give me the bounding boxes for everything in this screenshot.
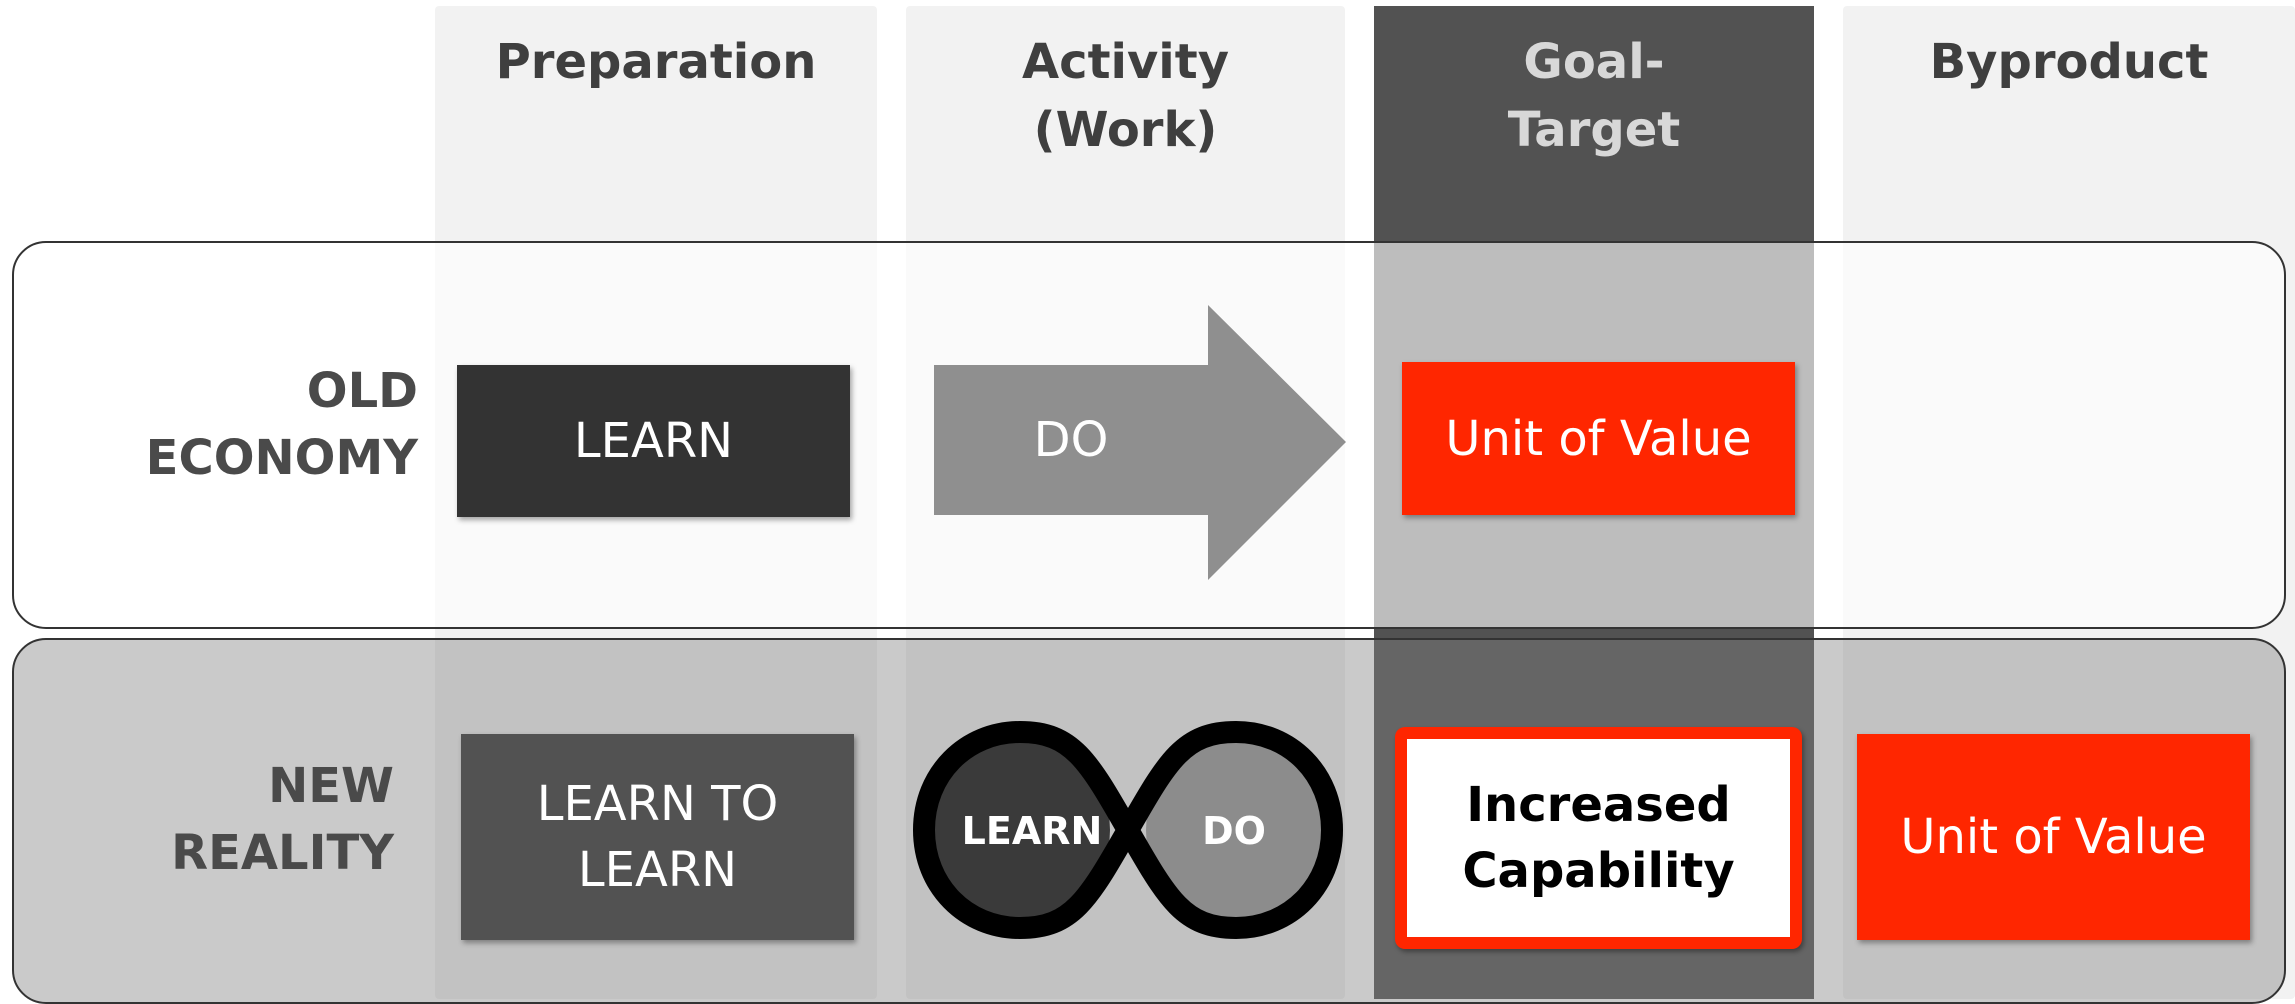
infinity-do-fill xyxy=(1146,740,1326,920)
row-label-new-reality: NEW REALITY xyxy=(171,758,394,881)
do-arrow-label: DO xyxy=(1033,412,1109,468)
do-arrow xyxy=(934,305,1346,580)
infinity-do-label: DO xyxy=(1202,809,1266,853)
infinity-stroke xyxy=(913,721,1343,939)
row-label-old-economy: OLD ECONOMY xyxy=(145,363,418,486)
do-arrow-shape xyxy=(934,305,1346,580)
column-header-activity: Activity (Work) xyxy=(1022,34,1229,158)
column-header-goal-target: Goal- Target xyxy=(1507,34,1681,158)
infinity-learn-label: LEARN xyxy=(962,809,1103,853)
increased-capability-box: Increased Capability xyxy=(1395,727,1802,949)
unit-of-value-goal-box: Unit of Value xyxy=(1402,362,1795,515)
unit-of-value-byproduct-box: Unit of Value xyxy=(1857,734,2250,940)
infinity-loop-icon: LEARN DO xyxy=(913,721,1343,939)
learn-to-learn-box: LEARN TO LEARN xyxy=(461,734,854,940)
learn-box: LEARN xyxy=(457,365,850,517)
column-header-byproduct: Byproduct xyxy=(1929,34,2209,90)
column-header-preparation: Preparation xyxy=(495,34,817,90)
infinity-learn-fill xyxy=(930,740,1110,920)
